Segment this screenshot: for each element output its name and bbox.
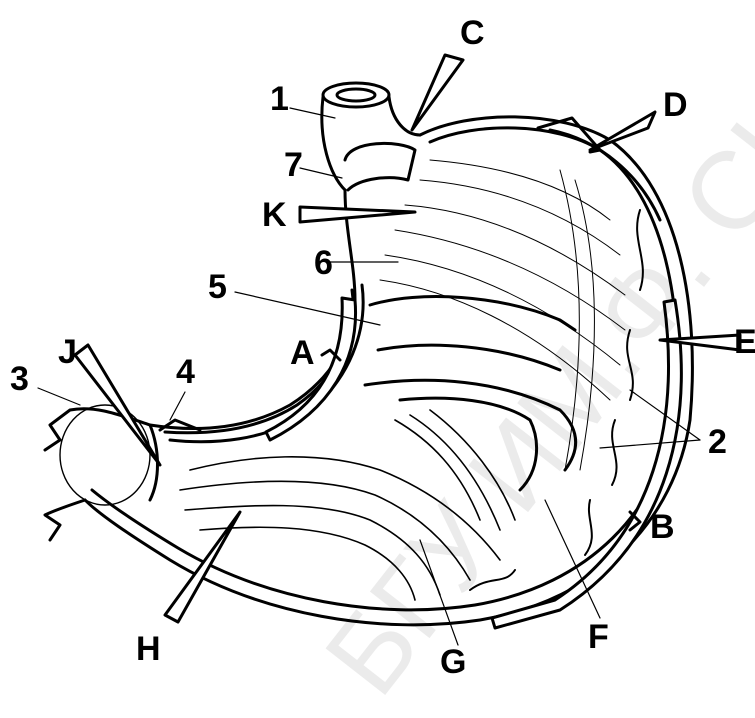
arrow-d	[590, 112, 655, 150]
label-7: 7	[284, 148, 303, 182]
arrow-c	[412, 55, 463, 130]
arrow-k	[300, 207, 415, 222]
label-3: 3	[10, 362, 29, 396]
label-f: F	[588, 620, 609, 654]
label-c: C	[460, 16, 485, 50]
label-a: A	[290, 336, 315, 370]
label-1: 1	[270, 82, 289, 116]
label-g: G	[440, 645, 466, 679]
label-k: K	[262, 198, 287, 232]
label-b: B	[650, 510, 675, 544]
label-6: 6	[314, 246, 333, 280]
esophagus	[322, 83, 420, 190]
arrow-h	[165, 512, 240, 622]
label-j: J	[58, 335, 77, 369]
pylorus-duodenum	[45, 405, 200, 540]
arrow-j	[75, 345, 160, 465]
label-4: 4	[176, 355, 195, 389]
label-e: E	[734, 325, 755, 359]
label-h: H	[136, 632, 161, 666]
label-d: D	[663, 88, 688, 122]
label-5: 5	[208, 270, 227, 304]
lesser-curvature	[150, 190, 363, 442]
label-2: 2	[708, 425, 727, 459]
